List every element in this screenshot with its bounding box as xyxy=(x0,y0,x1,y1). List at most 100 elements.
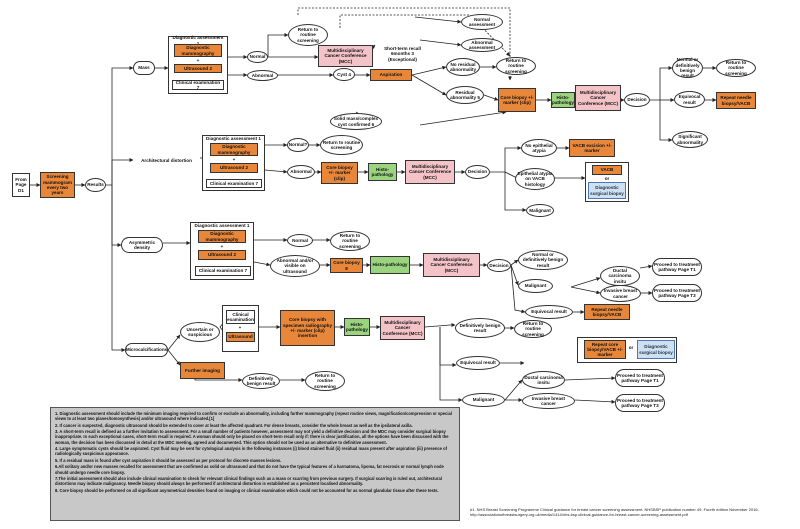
mass-repeat-biopsy: Repeat needle biopsy/VACB xyxy=(716,92,756,109)
arch-core-biopsy: Core biopsy +/- marker (clip) xyxy=(321,162,358,184)
arch-abnormal: Abnormal xyxy=(287,165,315,179)
footnote: 4. Large symptomatic cysts should be asp… xyxy=(55,446,447,457)
asym-proceed-t1: Proceed to treatment pathway Page T1 xyxy=(652,258,702,276)
mass-equivocal: Equivocal result xyxy=(674,91,705,108)
results-node: Results xyxy=(85,178,106,192)
footnote: 3. A short-term recall is defined as a f… xyxy=(55,429,449,445)
micro-uncertain: Uncertain or suspicious xyxy=(180,322,220,342)
branch-architectural-distortion: Architectural distortion xyxy=(133,153,200,168)
asym-histopathology: Histo-pathology xyxy=(370,256,410,274)
branch-mass: Mass xyxy=(133,61,155,75)
arch-diag-assessment: Diagnostic assessment 1 xyxy=(206,136,261,142)
footnote: 5. If a residual mass is found after cys… xyxy=(55,457,282,463)
asym-normal-benign: Normal or definitively benign result xyxy=(518,250,568,270)
footnote: 7.The initial assessment should also inc… xyxy=(55,476,442,487)
mass-normal: Normal xyxy=(247,51,268,63)
mass-aspiration: Aspiration xyxy=(370,69,412,81)
arch-malignant: Malignant xyxy=(526,204,554,217)
arch-vacb-excision: VACB excision +/- marker xyxy=(569,139,615,157)
mass-mcc-top: Multidisciplinary Cancer Conference (MCC… xyxy=(318,45,373,67)
mass-normal-assessment: Normal assessment xyxy=(461,14,503,30)
branch-asymmetric-density: Asymmetric density xyxy=(121,237,163,253)
micro-malignant: Malignant xyxy=(462,393,505,407)
mass-residual: Residual abnormality 5 xyxy=(446,86,484,104)
micro-ultrasound: Ultrasound xyxy=(226,332,255,342)
asym-plus: + xyxy=(220,243,224,249)
asym-diag-mammo: Diagnostic mammography xyxy=(198,230,246,243)
mass-cyst: Cyst 4 xyxy=(333,68,355,81)
mass-return-routine-3: Return to routine screening xyxy=(716,59,756,77)
mass-return-routine-2: Return to routine screening xyxy=(496,57,536,75)
mass-significant: Significant abnormality xyxy=(672,131,708,148)
asym-invasive: Invasive breast cancer xyxy=(600,285,641,302)
micro-diag-surgical: Diagnostic surgical biopsy xyxy=(637,340,675,359)
footnotes-panel: 1. Diagnostic assessment should include … xyxy=(50,407,460,521)
asym-equivocal: Equivocal result xyxy=(525,305,573,319)
mass-decision: Decision xyxy=(624,93,650,107)
micro-histopathology: Histo-pathology xyxy=(344,318,370,336)
branch-microcalcifications: Microcalcifications xyxy=(125,343,168,357)
mass-solid-mass: Solid mass/complex cyst confirmed 6 xyxy=(330,113,382,130)
micro-equivocal: Equivocal result xyxy=(456,356,500,370)
mass-plus: + xyxy=(196,57,200,63)
micro-further-imaging: Further imaging xyxy=(180,362,225,379)
mass-diag-assessment: Diagnostic assessment 1 xyxy=(172,35,224,46)
micro-invasive: Invasive breast cancer xyxy=(522,393,575,409)
mass-abnormal: Abnormal xyxy=(247,70,278,81)
asym-proceed-t3: Proceed to treatment pathway Page T3 xyxy=(652,284,702,302)
micro-clinical-exam: Clinical examination xyxy=(226,310,255,324)
asym-return-routine: Return to routine screening xyxy=(330,231,370,251)
from-page-d1: From Page D1 xyxy=(12,173,30,197)
mass-mcc: Multidisciplinary Cancer Conference (MCC… xyxy=(575,85,621,111)
mass-no-residual: No residual abnormality xyxy=(446,58,480,76)
mass-clinical-exam: Clinical examination 7 xyxy=(172,80,224,90)
arch-histopathology: Histo-pathology xyxy=(368,163,397,181)
screening-mammogram: Screening mammogram every two years xyxy=(40,172,75,198)
asym-mcc: Multidisciplinary Cancer Conference (MCC… xyxy=(423,253,480,277)
asym-normal: Normal xyxy=(287,234,313,247)
arch-clinical-exam: Clinical examination 7 xyxy=(206,179,262,188)
asym-clinical-exam: Clinical examination 7 xyxy=(195,266,251,276)
arch-epithelial-atypia: Epithelial atypia on VACB histology xyxy=(515,168,555,190)
footnote: 6.All solitary and/or new masses recalle… xyxy=(55,464,444,475)
micro-core-biopsy: Core biopsy with specimen radiography +/… xyxy=(280,310,335,346)
mass-abnormal-assessment: Abnormal assessment xyxy=(461,38,503,52)
arch-return-routine: Return to routine screening xyxy=(320,135,363,155)
arch-diag-mammo: Diagnostic mammography xyxy=(210,143,258,156)
mass-core-biopsy: Core biopsy +/- marker (clip) xyxy=(498,88,536,112)
arch-or: or xyxy=(604,175,610,181)
micro-or: or xyxy=(628,345,634,351)
arch-plus: + xyxy=(232,156,236,162)
arch-normal: Normal? xyxy=(287,138,309,152)
asym-malignant: Malignant xyxy=(518,279,553,293)
micro-dcis: Ductal carcinoma insitu xyxy=(522,371,565,389)
footnote: 2. If cancer is suspected, diagnostic ul… xyxy=(55,422,413,428)
mass-diag-mammo: Diagnostic mammography xyxy=(174,44,222,57)
asym-decision: Decision xyxy=(487,259,511,272)
arch-mcc: Multidisciplinary Cancer Conference (MCC… xyxy=(405,160,455,184)
micro-repeat-core: Repeat core biopsy/VACB +/- marker xyxy=(584,340,626,359)
micro-mcc: Multidisciplinary Cancer Conference (MCC… xyxy=(380,316,425,340)
mass-normal-benign: Normal or definitively benign result xyxy=(672,57,703,78)
arch-diag-surgical: Diagnostic surgical biopsy xyxy=(588,182,626,199)
arch-ultrasound: Ultrasound 2 xyxy=(210,163,258,173)
asym-dcis: Ductal carcinoma insitu xyxy=(600,266,640,286)
arch-vacb: VACB xyxy=(592,165,622,175)
footnote: 8. Core biopsy should be performed on al… xyxy=(55,487,439,493)
reference-citation: #1. NHS Breast Screening Programme Clini… xyxy=(470,507,759,517)
asym-core-biopsy: Core biopsy 8 xyxy=(330,258,363,273)
asym-ultrasound: Ultrasound 2 xyxy=(198,250,246,260)
micro-proceed-t3: Proceed to treatment pathway Page T3 xyxy=(615,394,665,412)
asym-diag-assessment: Diagnostic assessment 1 xyxy=(194,223,250,229)
micro-plus: + xyxy=(238,324,242,330)
asym-repeat-biopsy: Repeat needle biopsy/VACB xyxy=(584,304,630,320)
mass-return-routine: Return to routine screening xyxy=(288,24,328,46)
mass-histopathology: Histo-pathology xyxy=(551,92,575,108)
footnote: 1. Diagnostic assessment should include … xyxy=(55,411,452,422)
micro-return-routine-2: Return to routine screening xyxy=(514,320,552,338)
micro-return-routine: Return to routine screening xyxy=(305,371,345,391)
micro-proceed-t1: Proceed to treatment pathway Page T1 xyxy=(615,369,665,387)
arch-decision: Decision xyxy=(465,165,490,179)
mass-short-term-recall: Short-term recall 6months 3 (Exceptional… xyxy=(380,44,425,64)
